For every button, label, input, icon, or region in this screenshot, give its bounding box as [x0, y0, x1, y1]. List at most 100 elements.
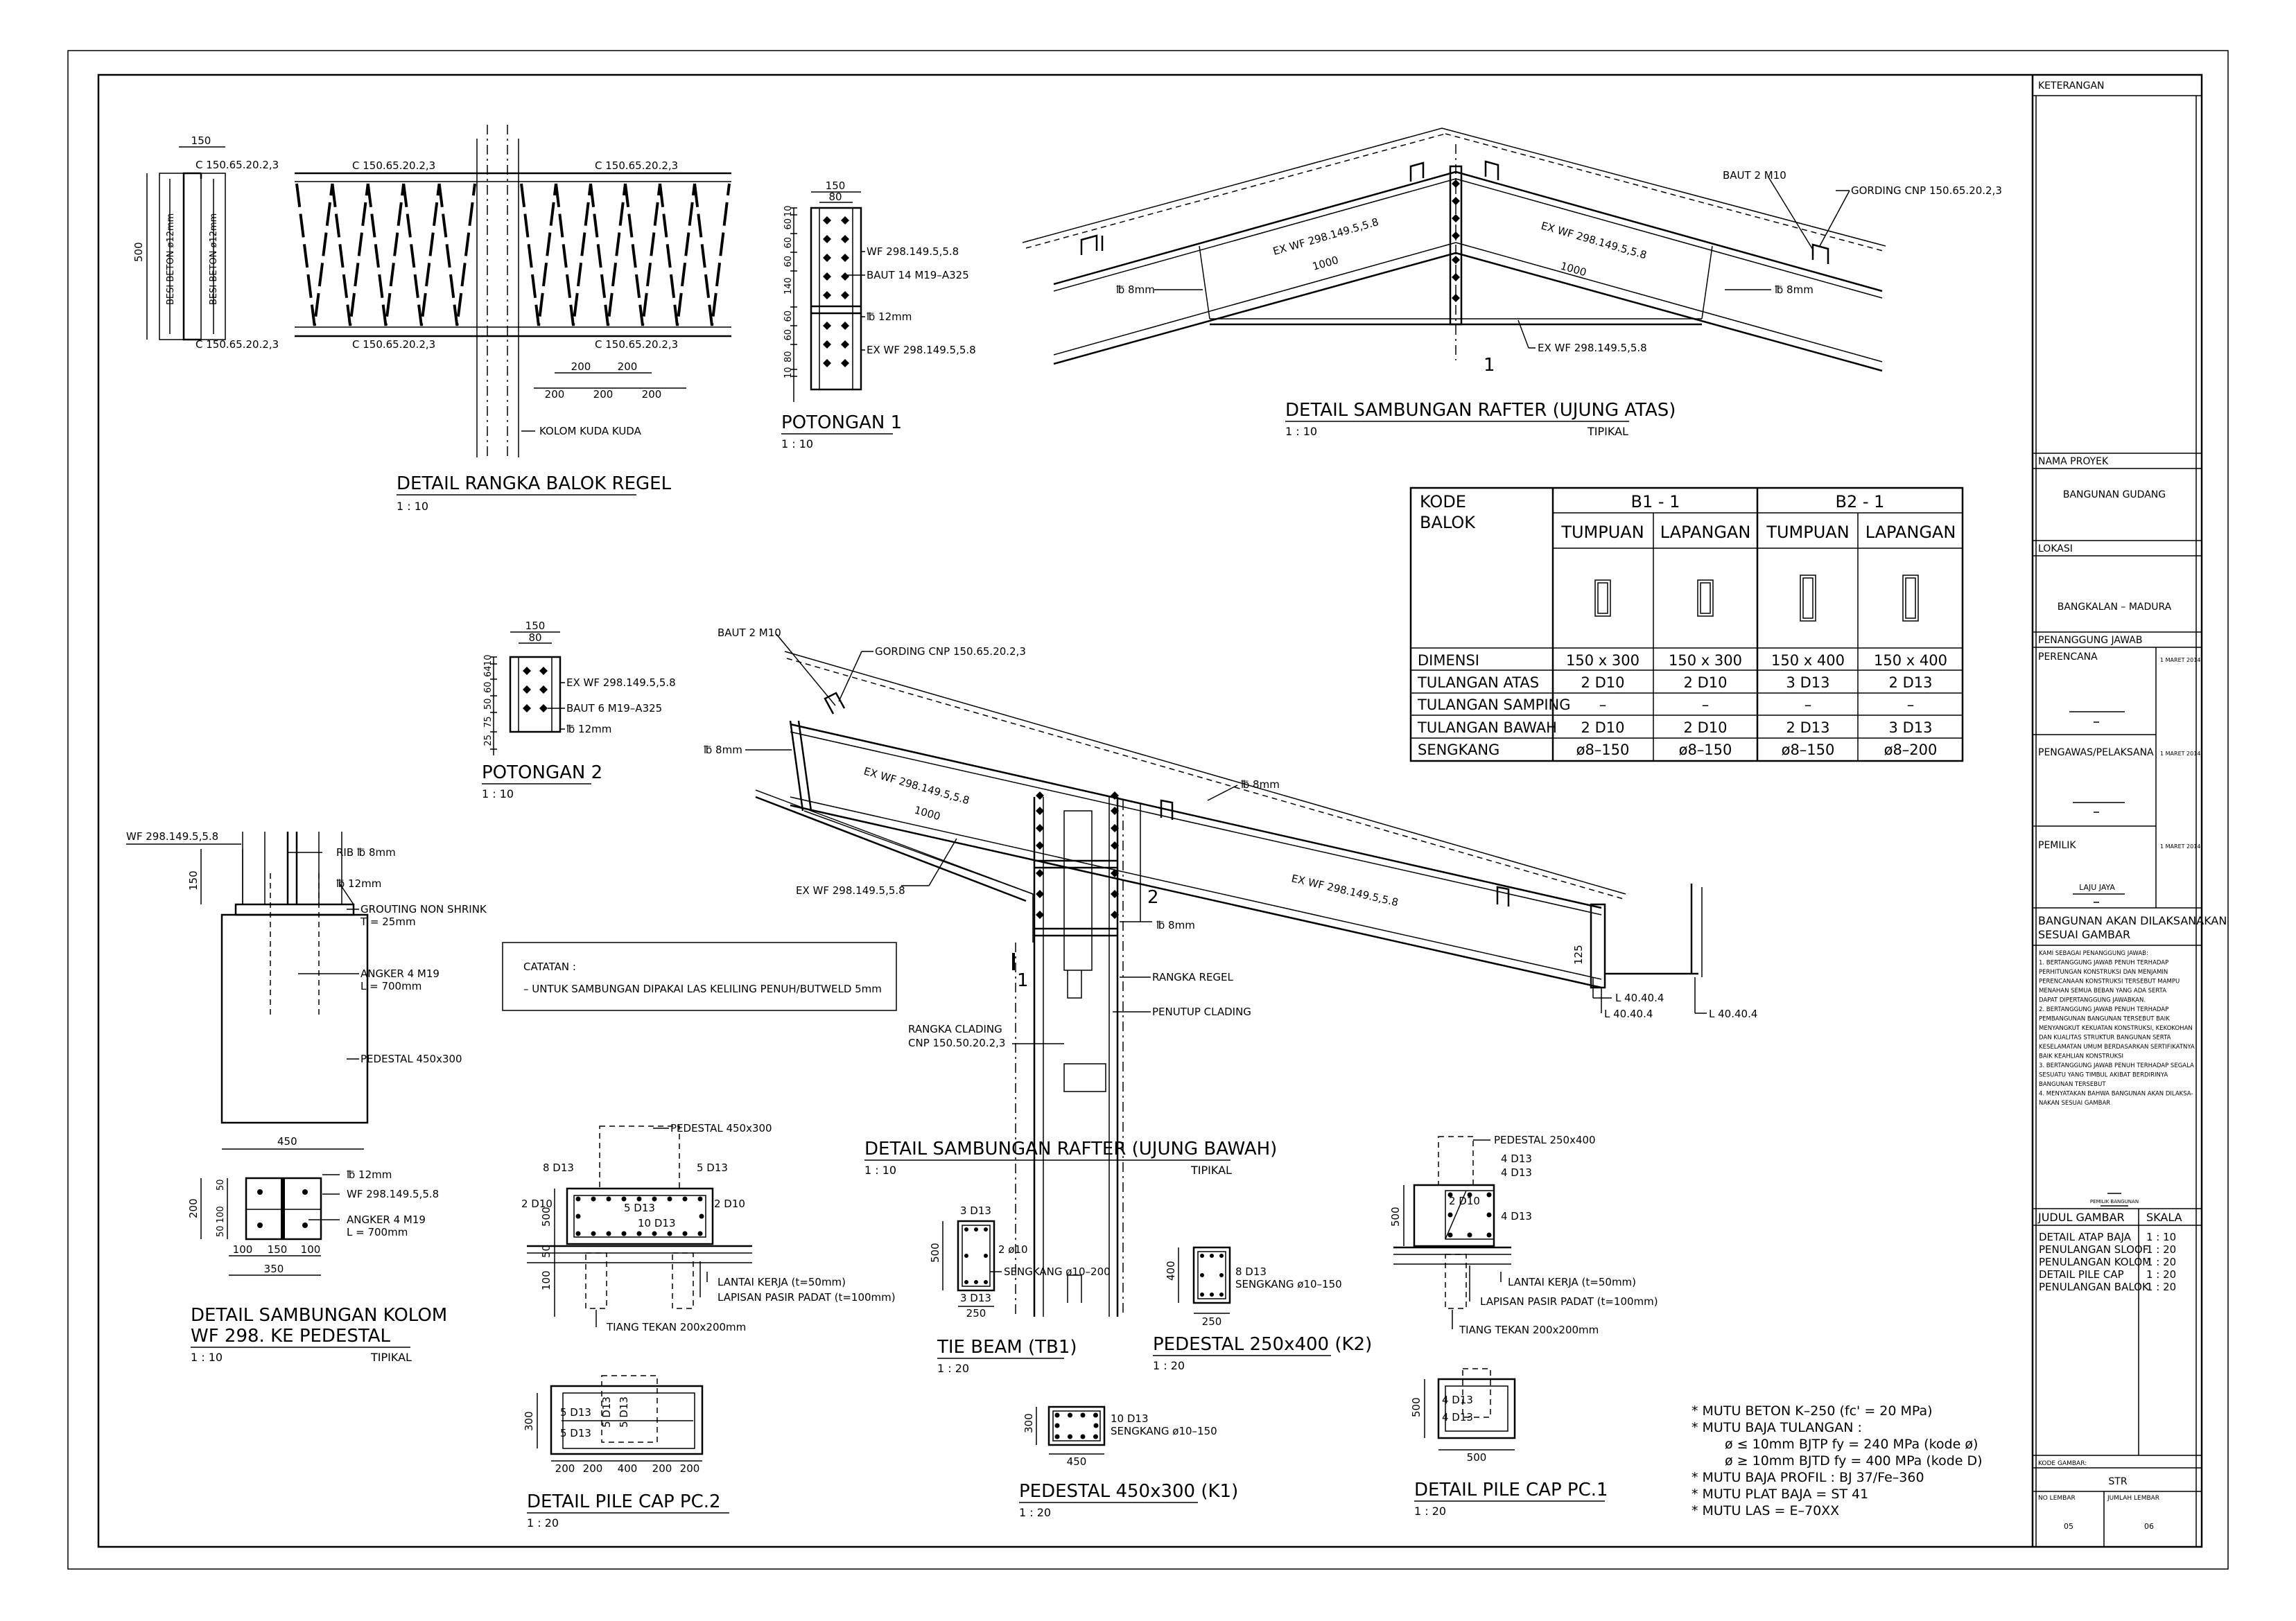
note-1: * MUTU BETON K–250 (fc' = 20 MPa)	[1691, 1403, 1933, 1419]
table-subheader: TUMPUAN	[1766, 523, 1849, 542]
statement-line: BANGUNAN TERSEBUT	[2039, 1081, 2106, 1088]
regel-label-3: C 150.65.20.2,3	[352, 159, 435, 172]
rebar-dot	[636, 1231, 642, 1236]
rebar-dot	[1486, 1212, 1492, 1218]
dim-200-c: 200	[545, 388, 565, 401]
pc2sec-label-pasir: LAPISAN PASIR PADAT (t=100mm)	[718, 1291, 896, 1304]
note-3: ø ≤ 10mm BJTP fy = 240 MPa (kode ø)	[1725, 1437, 1978, 1452]
pc2-dim-200-b: 200	[583, 1462, 603, 1475]
regel-diagonals-right	[520, 183, 731, 326]
bolt-symbol	[539, 667, 548, 675]
bolt-group	[1452, 179, 1460, 302]
rebar-dot	[1486, 1232, 1492, 1238]
rebar-dot	[591, 1231, 596, 1236]
bolt-group	[523, 667, 548, 712]
rebar-dot	[1054, 1434, 1060, 1439]
dim-text: 60	[783, 218, 794, 230]
bawah-label-baut: BAUT 2 M10	[718, 627, 781, 639]
pot1-dim-80: 80	[828, 191, 842, 203]
bawah-label-penutup: PENUTUP CLADING	[1152, 1006, 1251, 1018]
bolt-symbol	[823, 322, 831, 330]
pc2sec-label-5d13-top: 5 D13	[697, 1162, 728, 1174]
kode-gambar-value: STR	[2108, 1476, 2127, 1487]
rebar-dot	[652, 1231, 657, 1236]
stirrup-icon	[1700, 582, 1711, 614]
pedestal-k1-scale: 1 : 20	[1019, 1506, 1051, 1519]
kp-plan-dim-100c: 100	[301, 1243, 321, 1256]
pc1-dim-500-h: 500	[1467, 1451, 1487, 1464]
bolt-symbol	[1036, 791, 1044, 800]
bolt-symbol	[841, 340, 849, 349]
dim-text: 60	[783, 237, 794, 249]
dim-text: 60	[483, 681, 494, 693]
stirrup-icon	[1905, 577, 1916, 619]
bolt-symbol	[841, 291, 849, 299]
besi-beton-label-2: BESI BETON ø12mm	[209, 213, 219, 305]
atas-label-1000-left: 1000	[1311, 254, 1340, 273]
rebar-dots	[1054, 1412, 1099, 1439]
pc1sec-dim-500: 500	[1389, 1207, 1402, 1227]
tb-dim-250: 250	[966, 1307, 986, 1320]
tb-label-3d13-top: 3 D13	[960, 1204, 991, 1217]
kp-label-pedestal: PEDESTAL 450x300	[360, 1053, 462, 1065]
rebar-dot	[697, 1231, 703, 1236]
keterangan-label: KETERANGAN	[2038, 80, 2105, 91]
table-cell: –	[1599, 696, 1607, 713]
pengawas-date: 1 MARET 2014	[2160, 751, 2200, 757]
bawah-label-gording: GORDING CNP 150.65.20.2,3	[875, 645, 1026, 658]
bolt-symbol	[1036, 807, 1044, 815]
dim-text: 10	[483, 654, 494, 666]
statement-line: KAMI SEBAGAI PENANGGUNG JAWAB:	[2039, 950, 2148, 957]
pc1sec-label-tiang: TIANG TEKAN 200x200mm	[1459, 1324, 1599, 1336]
bolt-symbol	[841, 359, 849, 367]
catatan-box: CATATAN : – UNTUK SAMBUNGAN DIPAKAI LAS …	[502, 942, 897, 1011]
regel-diagonal	[295, 183, 334, 326]
inner-border	[97, 73, 2203, 1548]
pot2-label-exwf: EX WF 298.149.5,5.8	[566, 676, 676, 689]
pc2-dim-200-a: 200	[555, 1462, 575, 1475]
rebar-dot	[1054, 1412, 1060, 1418]
kp-plan-angker: ANGKER 4 M19	[347, 1213, 426, 1226]
regel-diagonal	[589, 183, 627, 326]
rebar-dot	[1447, 1232, 1453, 1238]
table-header-kode: KODE	[1420, 492, 1466, 511]
bawah-label-exwf-1: EX WF 298.149.5,5.8	[862, 765, 971, 807]
bolt-symbol	[1111, 890, 1119, 898]
bawah-label-angle-3: L 40.40.4	[1709, 1008, 1757, 1020]
tb-label-3d13-bottom: 3 D13	[960, 1292, 991, 1304]
potongan2-scale: 1 : 10	[482, 787, 514, 800]
table-header-balok: BALOK	[1420, 513, 1476, 532]
rebar-dot	[1447, 1212, 1453, 1218]
statement-title: BANGUNAN AKAN DILAKSANAKAN	[2038, 914, 2227, 927]
rebar-dot	[575, 1196, 581, 1202]
pc2sec-dim-50: 50	[540, 1245, 553, 1258]
rebar-dot	[575, 1213, 581, 1219]
bolt-symbol	[539, 685, 548, 694]
pengawas-label: PENGAWAS/PELAKSANA	[2038, 747, 2154, 758]
lokasi-label: LOKASI	[2038, 543, 2073, 554]
k1-label-sengkang: SENGKANG ø10–150	[1111, 1425, 1217, 1437]
rebar-dot	[652, 1196, 657, 1202]
beam-section-icon	[1594, 579, 1611, 617]
pot1-label-baut: BAUT 14 M19–A325	[867, 269, 969, 281]
drawing-name: DETAIL PILE CAP	[2039, 1268, 2124, 1281]
kolom-pedestal-title-2: WF 298. KE PEDESTAL	[191, 1326, 391, 1347]
regel-diagonal	[520, 183, 557, 326]
table-cell: ø8–150	[1679, 742, 1732, 758]
rebar-dot	[1068, 1434, 1072, 1439]
table-cell: 2 D13	[1786, 719, 1830, 736]
pc2-dim-400: 400	[618, 1462, 638, 1475]
dim-text: 10	[783, 205, 794, 217]
pedestal-k2-title: PEDESTAL 250x400 (K2)	[1153, 1334, 1372, 1355]
kp-label-wf: WF 298.149.5,5.8	[126, 830, 218, 843]
rangka-regel-scale: 1 : 10	[397, 500, 428, 513]
bolt-symbol	[823, 254, 831, 262]
pc1-dim-500-v: 500	[1410, 1397, 1423, 1417]
rebar-dot	[1093, 1423, 1099, 1428]
potongan1-title: POTONGAN 1	[781, 412, 902, 433]
pc1sec-label-pasir: LAPISAN PASIR PADAT (t=100mm)	[1480, 1295, 1658, 1308]
kp-dim-450: 450	[277, 1135, 297, 1148]
rebar-dot	[1054, 1423, 1060, 1428]
